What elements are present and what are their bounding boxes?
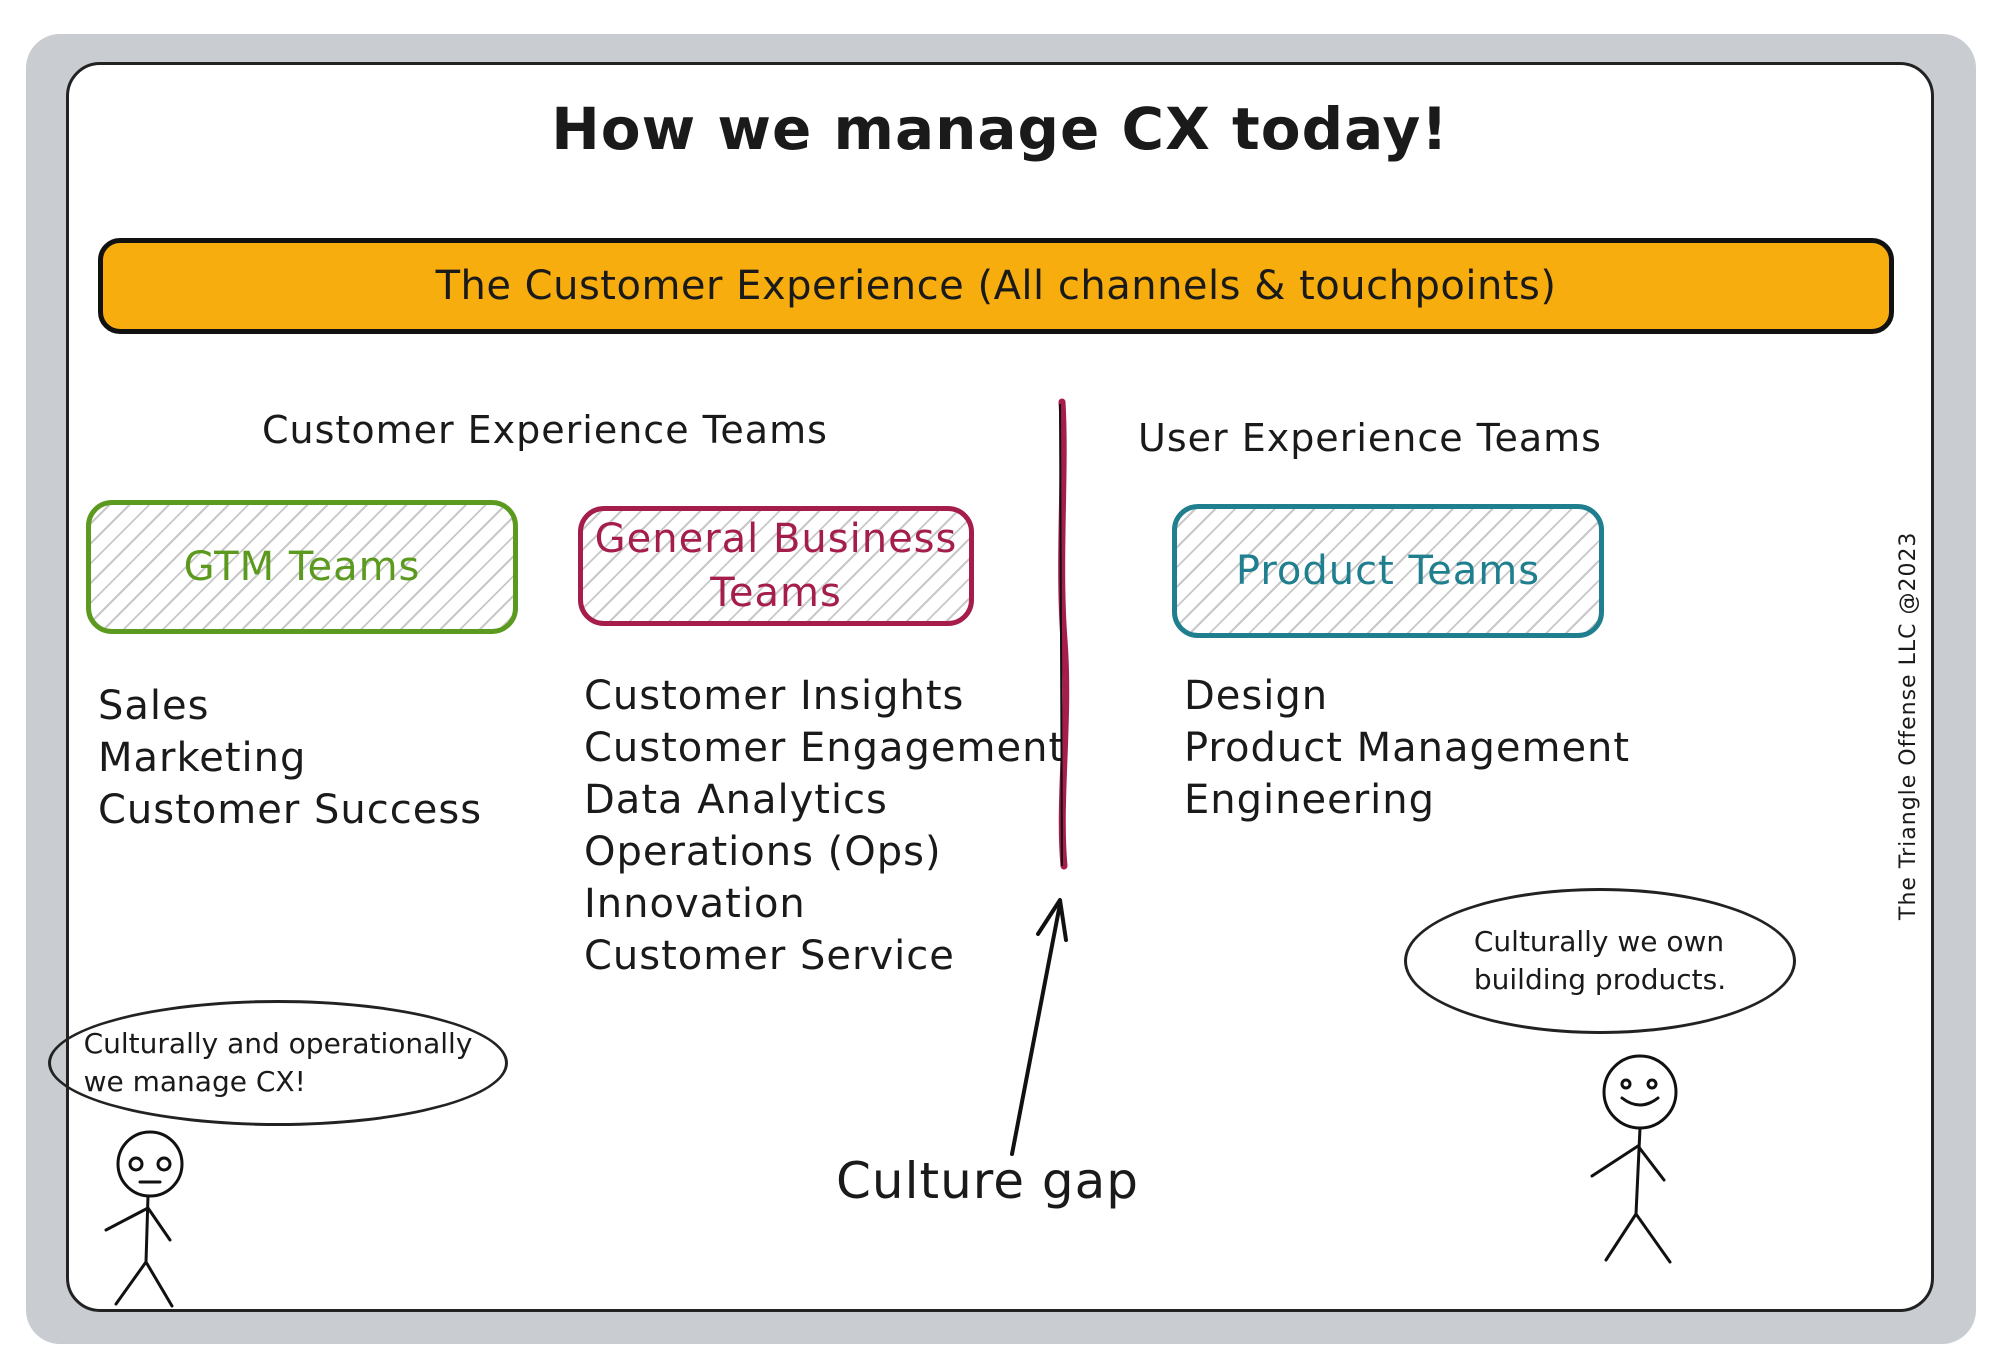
divider-core-line (1059, 403, 1063, 867)
speech-left-line1: Culturally and operationally (83, 1027, 473, 1060)
page-title: How we manage CX today! (551, 95, 1449, 163)
list-item: Product Management (1184, 725, 1631, 771)
speech-right-line2: building products. (1473, 963, 1727, 996)
cx-teams-heading: Customer Experience Teams (262, 408, 828, 452)
list-item: Marketing (98, 735, 307, 781)
list-item: Operations (Ops) (584, 829, 942, 875)
stick-figure-left-icon (104, 1130, 184, 1308)
product-teams-label: Product Teams (1235, 548, 1541, 594)
list-item: Customer Success (98, 787, 483, 833)
list-item: Data Analytics (584, 777, 888, 823)
general-business-teams-box: General Business Teams (578, 506, 974, 626)
product-team-list: Design Product Management Engineering (1184, 670, 1630, 826)
speech-bubble-right: Culturally we own building products. (1404, 888, 1796, 1034)
customer-experience-bar: The Customer Experience (All channels & … (98, 238, 1894, 334)
gtm-teams-label: GTM Teams (183, 544, 421, 590)
ux-teams-heading: User Experience Teams (1138, 416, 1602, 460)
list-item: Engineering (1184, 777, 1435, 823)
arrow-up-icon (1010, 898, 1068, 1156)
product-teams-box: Product Teams (1172, 504, 1604, 638)
speech-right-line1: Culturally we own (1473, 925, 1725, 958)
speech-left-line2: we manage CX! (83, 1065, 306, 1098)
stick-figure-right-icon (1590, 1054, 1678, 1264)
general-business-label-line2: Teams (710, 570, 842, 616)
general-business-label-line1: General Business (594, 516, 958, 562)
list-item: Customer Insights (584, 673, 965, 719)
copyright-notice: The Triangle Offense LLC @2023 (1896, 531, 1921, 920)
list-item: Customer Service (584, 933, 955, 979)
list-item: Customer Engagement (584, 725, 1066, 771)
gtm-teams-box: GTM Teams (86, 500, 518, 634)
list-item: Sales (98, 683, 210, 729)
list-item: Innovation (584, 881, 806, 927)
gtm-team-list: Sales Marketing Customer Success (98, 680, 482, 836)
culture-gap-label: Culture gap (836, 1152, 1140, 1210)
speech-bubble-left: Culturally and operationally we manage C… (48, 1000, 508, 1126)
list-item: Design (1184, 673, 1329, 719)
customer-experience-bar-label: The Customer Experience (All channels & … (435, 263, 1557, 309)
general-business-team-list: Customer Insights Customer Engagement Da… (584, 670, 1065, 982)
